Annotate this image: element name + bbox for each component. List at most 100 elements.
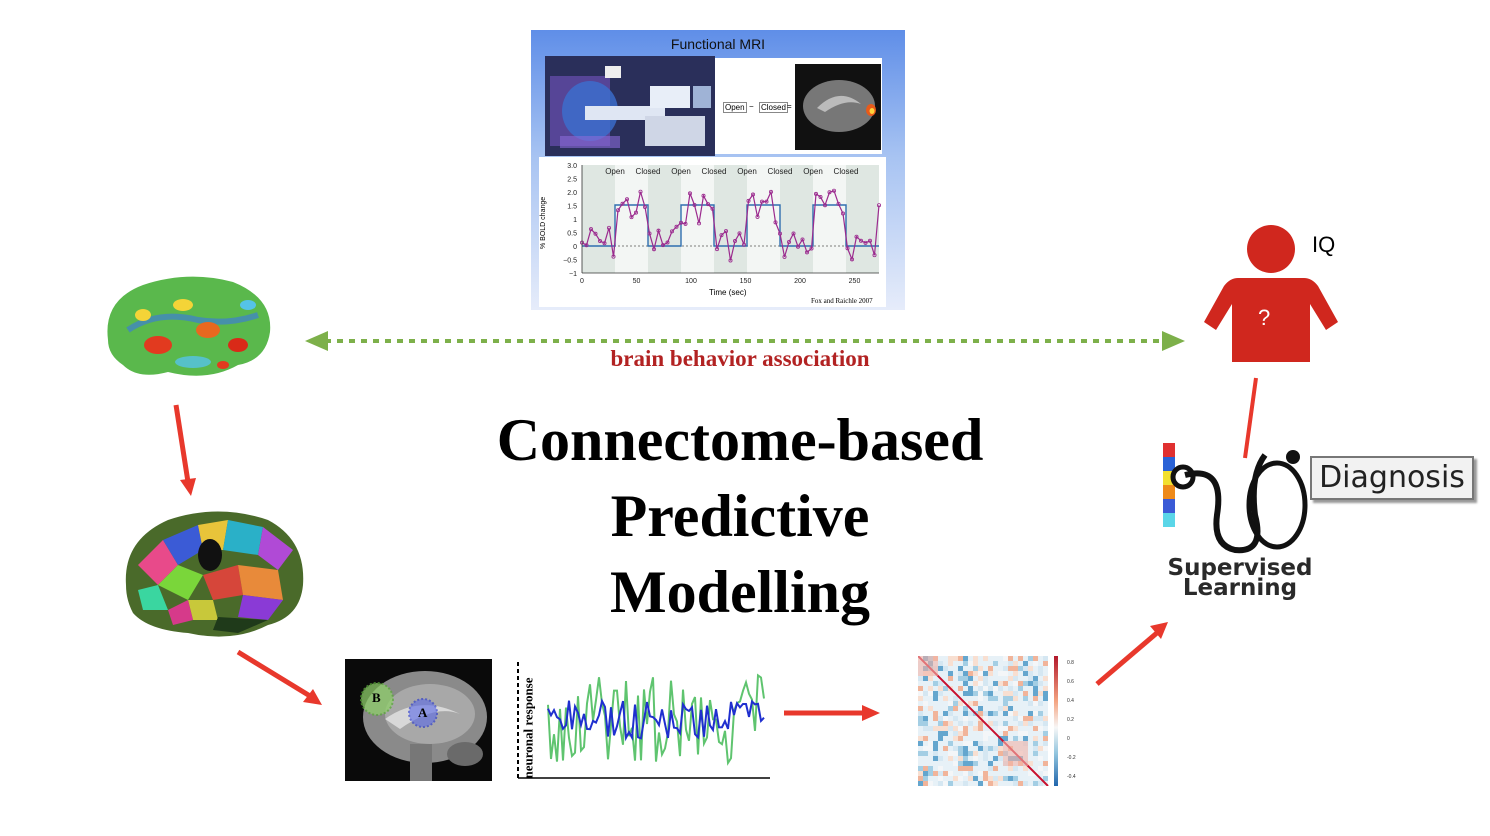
matrix-cell: [973, 671, 978, 676]
matrix-cell: [963, 781, 968, 786]
matrix-cell: [1013, 711, 1018, 716]
bold-ytick: 0.5: [567, 231, 577, 238]
matrix-cell: [973, 756, 978, 761]
matrix-cell: [1043, 771, 1048, 776]
matrix-cell: [958, 701, 963, 706]
connectivity-matrix: 0.8 0.6 0.4 0.2 0 -0.2 -0.4: [918, 656, 1078, 786]
matrix-cell: [1043, 741, 1048, 746]
brain-behavior-arrow: [305, 331, 1185, 351]
matrix-cell: [1038, 711, 1043, 716]
condition-band: [846, 165, 879, 273]
matrix-cell: [968, 691, 973, 696]
matrix-cell: [948, 771, 953, 776]
condition-band: [714, 165, 747, 273]
matrix-cell: [963, 711, 968, 716]
bold-sample-point: [629, 215, 634, 220]
scanner-illustration: [545, 56, 715, 156]
bold-sample-point: [714, 247, 719, 252]
matrix-cell: [978, 681, 983, 686]
bold-sample-point: [827, 190, 832, 195]
matrix-cell: [978, 771, 983, 776]
matrix-cell: [998, 776, 1003, 781]
matrix-cell: [968, 776, 973, 781]
bold-sample-point: [863, 240, 868, 245]
matrix-cell: [943, 716, 948, 721]
matrix-cell: [998, 681, 1003, 686]
matrix-cell: [943, 731, 948, 736]
bold-sample-point: [876, 203, 881, 208]
colorbar-tick: 0.8: [1067, 660, 1074, 666]
matrix-cell: [1018, 656, 1023, 661]
matrix-cell: [923, 776, 928, 781]
matrix-cell: [1013, 726, 1018, 731]
matrix-cell: [1043, 656, 1048, 661]
matrix-cell: [923, 701, 928, 706]
diagnosis-label: Diagnosis: [1310, 456, 1474, 500]
matrix-cell: [1013, 776, 1018, 781]
matrix-cell: [928, 771, 933, 776]
roi-b-label: B: [372, 690, 381, 705]
matrix-cell: [983, 711, 988, 716]
matrix-cell: [983, 776, 988, 781]
matrix-cell: [1003, 696, 1008, 701]
matrix-cell: [1033, 711, 1038, 716]
matrix-cell: [958, 766, 963, 771]
matrix-cell: [923, 781, 928, 786]
bold-ytick: −1: [569, 271, 577, 278]
pipeline-arrows: [173, 377, 1258, 721]
matrix-cell: [998, 686, 1003, 691]
matrix-cell: [983, 751, 988, 756]
matrix-cell: [1023, 721, 1028, 726]
matrix-cell: [968, 701, 973, 706]
bold-sample-point: [643, 204, 648, 209]
condition-band: [648, 165, 681, 273]
matrix-cell: [988, 781, 993, 786]
bold-sample-point: [822, 203, 827, 208]
matrix-cell: [1008, 706, 1013, 711]
matrix-cell: [968, 686, 973, 691]
matrix-cell: [923, 751, 928, 756]
matrix-cell: [963, 681, 968, 686]
matrix-cell: [938, 776, 943, 781]
matrix-cell: [963, 691, 968, 696]
matrix-cell: [1043, 716, 1048, 721]
matrix-cell: [918, 711, 923, 716]
matrix-cell: [943, 711, 948, 716]
matrix-cell: [928, 686, 933, 691]
matrix-cell: [948, 661, 953, 666]
matrix-cell: [978, 686, 983, 691]
matrix-cell: [1018, 721, 1023, 726]
matrix-cell: [1033, 751, 1038, 756]
matrix-cell: [973, 691, 978, 696]
matrix-cell: [953, 761, 958, 766]
equation-equals: =: [787, 102, 792, 111]
matrix-cell: [953, 696, 958, 701]
matrix-cell: [1008, 656, 1013, 661]
colorbar-tick: 0.6: [1067, 679, 1074, 685]
matrix-cell: [968, 761, 973, 766]
bold-sample-point: [786, 239, 791, 244]
matrix-cell: [923, 726, 928, 731]
matrix-cell: [1033, 736, 1038, 741]
bold-sample-point: [616, 208, 621, 213]
matrix-cell: [978, 691, 983, 696]
colorbar-ticks: 0.8 0.6 0.4 0.2 0 -0.2 -0.4: [1067, 656, 1087, 786]
bold-sample-point: [701, 193, 706, 198]
bold-sample-point: [665, 240, 670, 245]
bold-sample-point: [589, 227, 594, 232]
matrix-cell: [943, 771, 948, 776]
matrix-cell: [988, 696, 993, 701]
matrix-cell: [1013, 716, 1018, 721]
matrix-cell: [1023, 691, 1028, 696]
matrix-cell: [918, 736, 923, 741]
sagittal-slice-image: [360, 671, 487, 781]
matrix-cell: [1013, 676, 1018, 681]
matrix-cell: [948, 751, 953, 756]
bold-sample-point: [620, 201, 625, 206]
matrix-cell: [1033, 701, 1038, 706]
matrix-cell: [923, 766, 928, 771]
matrix-cell: [968, 671, 973, 676]
matrix-cell: [998, 671, 1003, 676]
bold-sample-point: [768, 189, 773, 194]
